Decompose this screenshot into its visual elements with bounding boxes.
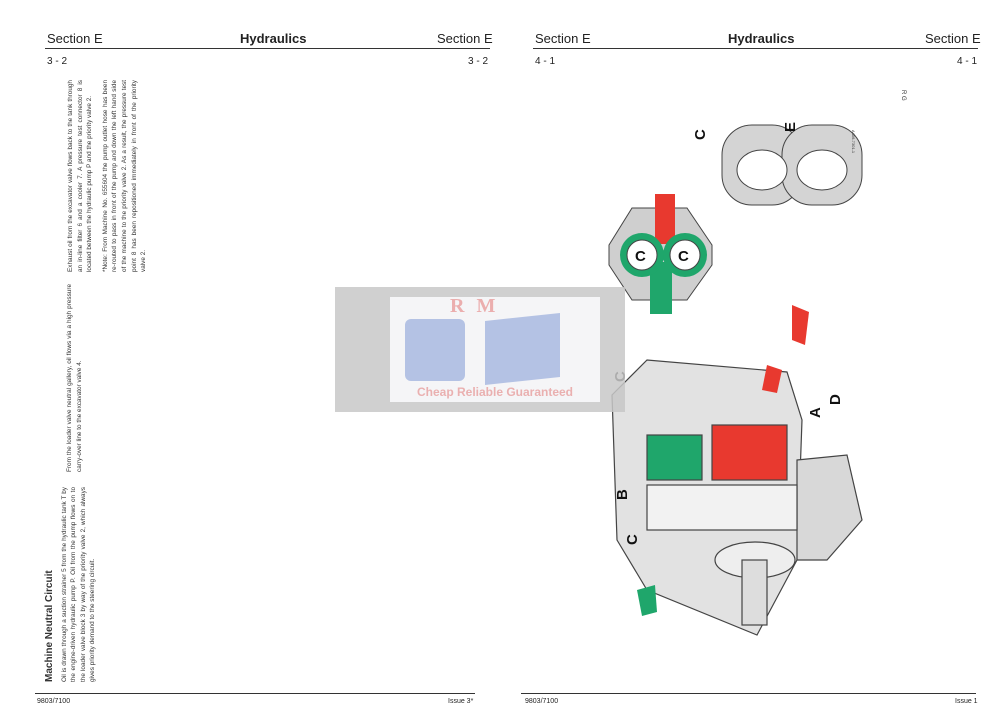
page-number-right: 3 - 2 <box>468 56 489 67</box>
page-number-left: 4 - 1 <box>535 56 556 67</box>
footer-code: 9803/7100 <box>37 698 71 705</box>
flow-arrow-out <box>762 365 782 393</box>
section-heading: Machine Neutral Circuit <box>44 570 55 682</box>
flow-arrow-out <box>792 305 809 345</box>
section-label-right: Section E <box>925 31 981 46</box>
watermark-logo-text: RM <box>450 295 508 317</box>
right-page: Section E Hydraulics Section E 4 - 1 4 -… <box>497 0 994 724</box>
hydraulic-pump-diagram: C C C E C D A B C A406-7301-1 R G <box>608 90 906 636</box>
main-pump-assembly <box>611 359 863 636</box>
watermark-document-icon <box>485 313 560 385</box>
watermark-icon <box>405 319 465 381</box>
watermark-tagline: Cheap Reliable Guaranteed <box>416 385 574 399</box>
pump-housing-section <box>721 124 863 206</box>
header-rule <box>533 48 978 49</box>
figure-label: B <box>614 489 631 500</box>
figure-label: C <box>692 129 709 140</box>
corner-mark: R G <box>900 90 906 101</box>
section-label-right: Section E <box>437 31 493 46</box>
page-number-right: 4 - 1 <box>957 56 978 67</box>
figure-label: A <box>807 407 824 418</box>
footer-code: 9803/7100 <box>525 698 559 705</box>
gear-cross-section: C C <box>608 194 713 314</box>
header-rule <box>45 48 490 49</box>
page-title: Hydraulics <box>240 31 307 46</box>
footer-issue: Issue 1 <box>955 698 978 705</box>
text-column-1: Machine Neutral Circuit Oil is drawn thr… <box>44 487 104 682</box>
page-number-left: 3 - 2 <box>47 56 68 67</box>
text-column-3: Exhaust oil from the excavator valve flo… <box>66 80 155 272</box>
footer-rule <box>35 693 475 694</box>
section-label-left: Section E <box>535 31 591 46</box>
svg-text:C: C <box>678 248 689 265</box>
page-title: Hydraulics <box>728 31 795 46</box>
paragraph: Exhaust oil from the excavator valve flo… <box>67 80 94 272</box>
text-column-2: From the loader valve neutral gallery, o… <box>65 284 90 472</box>
watermark-logo: RM Cheap Reliable Guaranteed <box>390 295 600 402</box>
figure-code: A406-7301-1 <box>851 130 856 154</box>
section-label-left: Section E <box>47 31 103 46</box>
footer-rule <box>521 693 976 694</box>
paragraph: From the loader valve neutral gallery, o… <box>66 284 83 472</box>
note: *Note: From Machine No. 655604 the pump … <box>101 80 148 272</box>
figure-label: D <box>827 394 844 405</box>
footer-issue: Issue 3* <box>448 698 474 705</box>
flow-arrow-in <box>637 585 657 616</box>
watermark: RM Cheap Reliable Guaranteed <box>335 287 625 412</box>
figure-label: E <box>782 122 799 132</box>
figure-label: C <box>624 534 641 545</box>
paragraph: Oil is drawn through a suction strainer … <box>60 487 97 682</box>
left-page: Section E Hydraulics Section E 3 - 2 3 -… <box>35 31 493 705</box>
svg-text:C: C <box>635 248 646 265</box>
